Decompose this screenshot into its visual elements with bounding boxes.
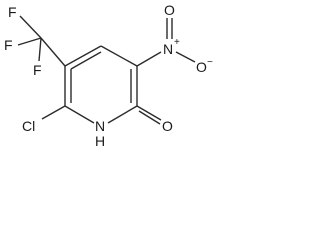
atom-o-nitro-right: O	[196, 59, 207, 75]
bond-c-f3	[38, 37, 42, 62]
bond-n-o-right	[175, 51, 196, 63]
bond-c2-o-inner	[138, 110, 161, 125]
charge-o-nitro-right: −	[207, 57, 213, 68]
bond-c2-n1	[107, 105, 138, 124]
bond-c-f2	[17, 37, 42, 46]
bond-c3-n-nitro	[136, 51, 162, 67]
atom-n-ring: N	[95, 118, 105, 134]
charge-n-nitro: +	[174, 37, 180, 48]
atom-h-ring: H	[95, 133, 105, 149]
atom-f3: F	[33, 62, 42, 78]
atom-f2: F	[4, 37, 13, 53]
atom-cl: Cl	[22, 118, 35, 134]
bond-c5-c4-inner	[70, 51, 102, 70]
bond-c-f1	[19, 15, 42, 39]
molecule-structure-diagram: F F F N + O O − Cl N H O	[4, 2, 213, 149]
bond-n1-c6	[64, 105, 95, 124]
bond-c6-cl	[41, 105, 66, 120]
bond-c5-c4	[64, 45, 102, 67]
bond-c4-c3	[100, 45, 138, 67]
atom-o-carbonyl: O	[162, 118, 173, 134]
atom-n-nitro: N	[163, 41, 173, 57]
bond-c2-o	[136, 105, 162, 121]
atom-f1: F	[8, 4, 17, 20]
bond-cf3-ring	[40, 37, 66, 67]
atom-o-nitro-top: O	[164, 2, 175, 18]
